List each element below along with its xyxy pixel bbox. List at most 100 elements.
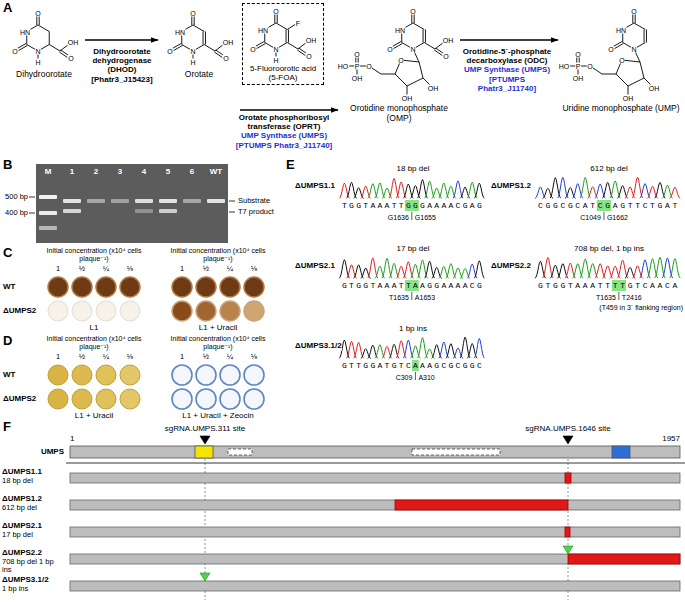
bond-line <box>257 44 266 49</box>
domain-box <box>195 446 213 458</box>
tick-line <box>29 213 35 214</box>
site-triangle <box>563 546 573 554</box>
bond-line <box>634 23 645 30</box>
cell-spot <box>244 301 264 321</box>
compound-name: Uridine monophosphate (UMP) <box>562 104 680 114</box>
site-triangle <box>200 436 210 444</box>
position-label: A1653 <box>415 294 435 302</box>
dilution-label: 1 <box>56 353 60 362</box>
trace-peak <box>670 187 680 198</box>
bond-line <box>19 46 28 51</box>
deletion-box <box>565 473 571 483</box>
cell-spot <box>244 365 264 385</box>
atom-label: N <box>190 48 196 55</box>
compound-name: 5-Fluoroorotic acid (5-FOA) <box>245 64 321 82</box>
bond-line <box>38 25 49 32</box>
mutation-label: 17 bp del <box>2 531 54 539</box>
position-label: A310 <box>418 374 434 382</box>
bond-line <box>434 50 442 56</box>
gel-band <box>135 209 153 213</box>
gel-band <box>39 211 57 215</box>
gel-band <box>39 195 57 199</box>
gene-label: [PTUMPS Phatr3_J11740] <box>232 141 336 150</box>
lane-label: 6 <box>190 167 194 176</box>
cell-spot <box>96 301 116 321</box>
medium-label: L1 + Uracil <box>75 411 113 420</box>
strain-label: ΔUMPS1.1 <box>2 467 42 476</box>
atom-label: OH <box>305 37 317 44</box>
cell-spot <box>172 365 192 385</box>
cell-spot <box>196 365 216 385</box>
atom-label: O <box>223 55 229 62</box>
cell-spot <box>72 277 92 297</box>
site-label: sgRNA.UMPS.311 site <box>165 424 245 433</box>
dilution-label: ¼ <box>103 353 109 362</box>
bond-line <box>407 78 423 86</box>
cell-spot <box>196 389 216 409</box>
dilution-label: 1 <box>180 353 184 362</box>
strain-label: UMPS <box>41 447 64 456</box>
gel-band <box>159 209 177 213</box>
gel-band <box>63 209 81 213</box>
mutation-label: 612 bp del <box>590 164 627 173</box>
bond-line <box>193 25 204 32</box>
bond-line <box>49 32 50 45</box>
dilution-label: ⅛ <box>251 353 257 362</box>
atom-label: O <box>250 46 256 53</box>
cell-spot <box>120 301 140 321</box>
compound-name: Dihydroorotate <box>7 70 81 80</box>
sequence-text: GTTGGATGTCAAAGCGCGGC <box>342 361 484 370</box>
bond-line <box>288 30 289 43</box>
position-label: T1635 <box>596 294 616 302</box>
atom-label: O <box>68 55 74 62</box>
tick-line <box>229 212 235 213</box>
size-label: 400 bp <box>5 209 28 218</box>
bond-line <box>413 23 424 30</box>
bond-line <box>287 25 295 30</box>
bond-line <box>17 43 26 48</box>
bond-line <box>39 16 40 25</box>
dashed-box: 5-Fluoroorotic acid (5-FOA) <box>242 3 324 85</box>
trace-peak <box>368 258 378 278</box>
cell-spot <box>172 277 192 297</box>
cell-spot <box>96 389 116 409</box>
gel-band <box>135 199 153 203</box>
strain-label: ΔUMPS2.2 <box>491 261 531 270</box>
gel-band <box>111 199 129 203</box>
lane-label: 4 <box>142 167 146 176</box>
site-label: 1957 <box>662 434 680 443</box>
bond-line <box>255 41 264 46</box>
allele-bar <box>70 554 680 564</box>
position-label: G1662 <box>607 214 628 222</box>
strain-label: ΔUMPS2.1 <box>2 521 42 530</box>
gene-bar <box>70 446 680 458</box>
panel-letter: D <box>3 334 12 349</box>
strain-label: ΔUMPS1.2 <box>491 181 531 190</box>
atom-label: HN <box>615 26 626 33</box>
enzyme-label: Orotate phosphoribosyl transferase (OPRT… <box>232 113 336 131</box>
domain-box <box>612 446 630 458</box>
atom-label: N <box>410 46 416 53</box>
atom-label: O <box>587 63 593 70</box>
gene-label: UMP Synthase (UMPS) <box>460 65 554 74</box>
junction-tick <box>411 292 412 300</box>
axis-header: Initial concentration (x10⁴ cells plaque… <box>158 335 278 351</box>
spot-plates <box>48 277 264 409</box>
lane-label: WT <box>210 167 222 176</box>
mutation-label: 18 bp del <box>397 164 430 173</box>
bond-line <box>204 45 215 52</box>
atom-label: H <box>273 57 279 64</box>
bond-line <box>419 62 423 78</box>
cell-spot <box>72 301 92 321</box>
cell-spot <box>220 277 240 297</box>
gel-band <box>159 199 177 203</box>
deletion-box <box>568 554 680 564</box>
atom-label: OH <box>67 39 79 46</box>
strain-label: ΔUMPS2 <box>3 394 36 403</box>
bond-line <box>392 41 401 46</box>
mutation-label: 17 bp del <box>397 244 430 253</box>
bond-line <box>276 23 287 30</box>
bond-line <box>287 43 298 50</box>
junction-tick <box>603 212 604 220</box>
